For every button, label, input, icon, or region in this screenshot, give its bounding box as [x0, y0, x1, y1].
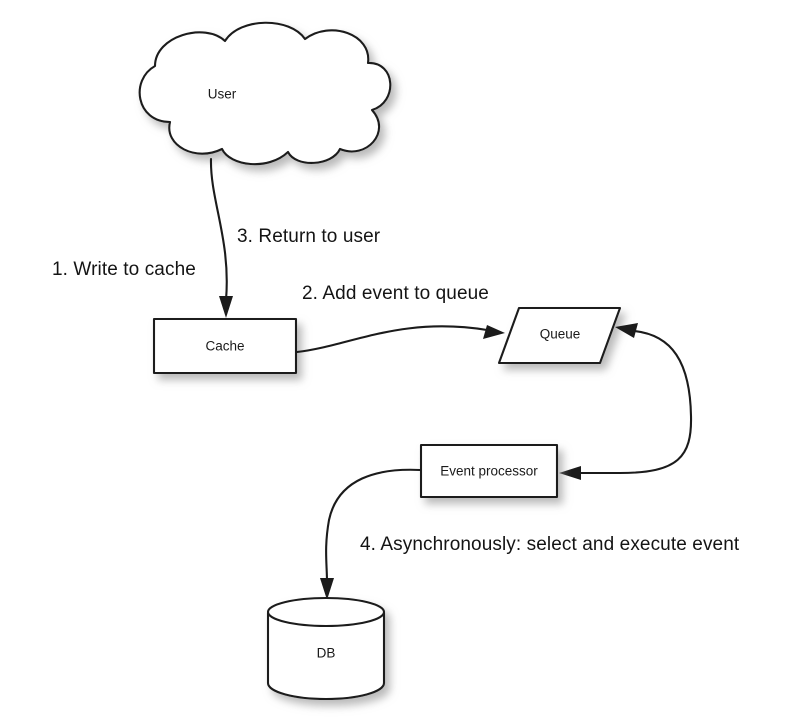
step-label-2: 2. Add event to queue: [302, 283, 489, 304]
node-db[interactable]: DB: [266, 596, 386, 701]
edge-event-processor-to-db-line: [325, 468, 422, 584]
event-processor-shape: [419, 443, 559, 499]
cache-shape: [152, 317, 298, 375]
node-queue-label: Queue: [540, 327, 581, 342]
node-db-label: DB: [317, 646, 336, 661]
edge-user-to-cache-line: [209, 157, 228, 302]
step-label-1: 1. Write to cache: [52, 259, 196, 280]
cloud-shape: [138, 21, 392, 166]
edge-queue-event-processor[interactable]: [559, 323, 693, 480]
arrowhead-into-queue-right: [615, 323, 638, 338]
arrowhead-into-cache: [219, 296, 233, 318]
step-label-4: 4. Asynchronously: select and execute ev…: [360, 534, 740, 555]
node-user-label: User: [208, 87, 237, 102]
queue-shape: [497, 306, 622, 365]
edge-cache-to-queue-line: [295, 325, 489, 354]
node-event-processor-label: Event processor: [440, 464, 538, 479]
node-event-processor[interactable]: Event processor: [419, 443, 559, 499]
db-cylinder-top: [266, 596, 386, 628]
node-cache[interactable]: Cache: [152, 317, 298, 375]
edge-event-processor-to-db[interactable]: [320, 468, 422, 600]
arrowhead-into-db: [320, 578, 334, 600]
step-label-3: 3. Return to user: [237, 226, 381, 247]
node-queue[interactable]: Queue: [497, 306, 622, 365]
edge-cache-to-queue[interactable]: [295, 325, 505, 354]
arrowhead-into-event-processor: [559, 466, 581, 480]
edge-user-to-cache[interactable]: [209, 157, 233, 318]
node-user[interactable]: User: [138, 21, 392, 166]
arrowhead-into-queue-left: [483, 325, 505, 339]
db-cylinder-body: [266, 611, 386, 701]
node-cache-label: Cache: [205, 339, 244, 354]
edge-queue-event-processor-line: [575, 329, 693, 475]
